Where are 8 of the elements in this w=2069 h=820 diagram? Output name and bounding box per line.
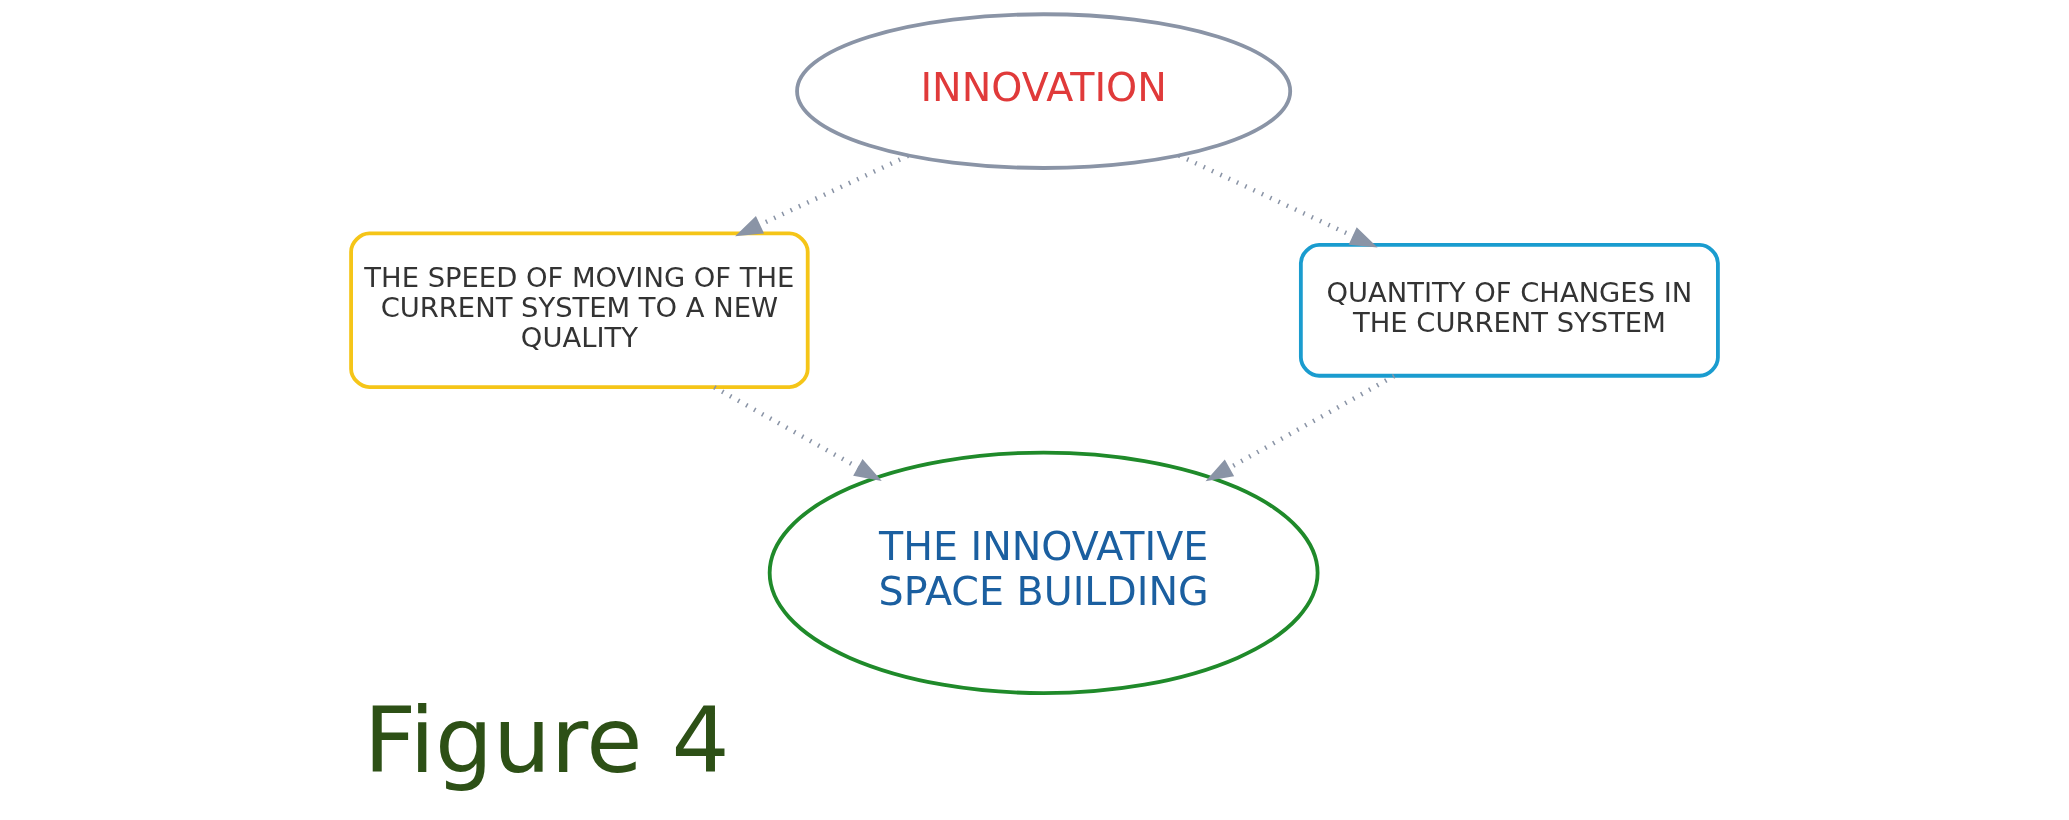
arrow (1178, 153, 1378, 248)
arrow (713, 385, 882, 481)
node-box: THE SPEED OF MOVING OF THE CURRENT SYSTEM TO A NEW QUALITY (349, 231, 810, 390)
node-ellipse: INNOVATION (795, 12, 1293, 170)
caption: Figure 4 (363, 687, 730, 795)
arrow (1205, 374, 1396, 482)
node-box: QUANTITY OF CHANGES IN THE CURRENT SYSTEM (1298, 242, 1720, 378)
node-ellipse: THE INNOVATIVE SPACE BUILDING (767, 450, 1320, 695)
